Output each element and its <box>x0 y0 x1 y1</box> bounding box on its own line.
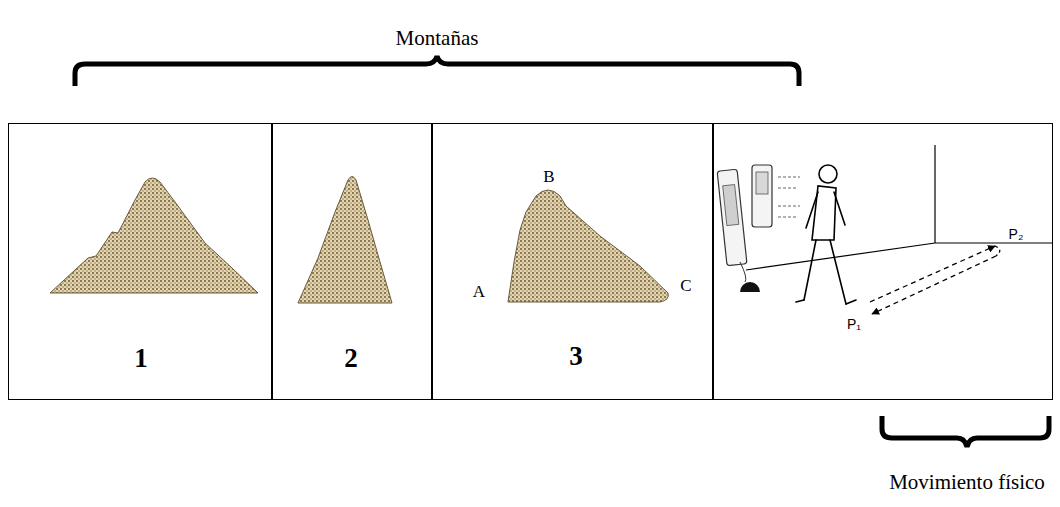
brace <box>75 56 799 86</box>
motion-arrows <box>870 246 1000 314</box>
brace <box>882 416 1049 447</box>
motion-panel: P₂ P₁ <box>713 123 1053 400</box>
mountain <box>508 190 668 302</box>
mountain-panel: 2 <box>272 123 432 400</box>
room-lines <box>746 145 1052 270</box>
point-label: B <box>543 168 554 185</box>
group-label: Montañas <box>396 28 479 49</box>
walking-person <box>796 165 856 304</box>
panel-number: 1 <box>134 345 148 372</box>
mountain-panel: B A C 3 <box>432 123 713 400</box>
mountain <box>50 178 258 293</box>
mountain-panel: 1 <box>8 123 272 400</box>
panel-number: 3 <box>569 343 583 370</box>
panel-number: 2 <box>344 345 358 372</box>
group-label: Movimiento físico <box>889 472 1045 493</box>
point-label: A <box>473 283 485 300</box>
sensor-devices <box>717 165 800 292</box>
mountain <box>298 177 392 304</box>
point-label: C <box>680 277 691 294</box>
point-label: P₁ <box>847 317 861 331</box>
point-label: P₂ <box>1009 227 1024 241</box>
